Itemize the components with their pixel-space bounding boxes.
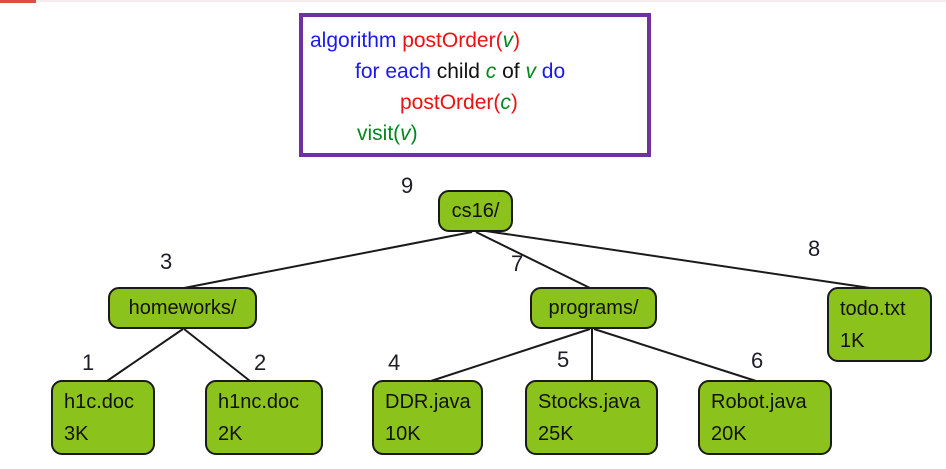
code-token: for each	[355, 60, 437, 83]
code-token: postOrder(	[400, 91, 501, 114]
tree-node-programs: programs/	[530, 287, 657, 329]
code-token: do	[535, 60, 566, 83]
tree-edge	[475, 231, 591, 289]
pseudocode-line: for each child c of v do	[355, 56, 647, 87]
node-label: 10K	[385, 423, 421, 445]
node-label: 20K	[711, 423, 747, 445]
code-token: v	[400, 122, 411, 145]
node-label: 3K	[64, 423, 89, 445]
traversal-order-label: 1	[82, 350, 95, 375]
tree-node-cs16: cs16/	[438, 190, 513, 232]
traversal-order-label: 8	[808, 236, 821, 261]
progress-accent-segment	[0, 0, 36, 3]
node-label: 1K	[840, 330, 865, 352]
code-token: v	[525, 60, 536, 83]
tree-node-h1nc: h1nc.doc 2K	[205, 380, 323, 455]
traversal-order-label: 3	[160, 249, 173, 274]
traversal-order-label: 2	[254, 350, 267, 375]
node-label: Robot.java	[711, 391, 807, 413]
code-token: postOrder(	[402, 29, 503, 52]
top-progress-line	[0, 0, 946, 3]
code-token: )	[410, 122, 418, 145]
code-token: algorithm	[310, 29, 403, 52]
code-token: c	[500, 91, 511, 114]
code-token: of	[496, 60, 526, 83]
pseudocode-line: postOrder(c)	[400, 87, 647, 118]
code-token: )	[513, 29, 521, 52]
traversal-order-label: 9	[401, 173, 414, 198]
tree-node-stocks: Stocks.java 25K	[525, 380, 658, 455]
tree-edge	[430, 328, 591, 382]
tree-node-h1c: h1c.doc 3K	[51, 380, 155, 455]
traversal-order-label: 5	[557, 347, 570, 372]
code-token: visit(	[357, 122, 401, 145]
node-label: DDR.java	[385, 391, 471, 413]
tree-edge	[593, 328, 757, 382]
tree-edge	[478, 229, 878, 290]
tree-edge	[183, 231, 473, 289]
code-token: c	[485, 60, 497, 83]
pseudocode-line: algorithm postOrder(v)	[310, 25, 647, 56]
traversal-order-label: 4	[388, 350, 401, 375]
node-label: h1nc.doc	[218, 391, 300, 413]
pseudocode-box: algorithm postOrder(v)for each child c o…	[299, 13, 651, 157]
node-label: todo.txt	[840, 298, 906, 320]
node-label: 2K	[218, 423, 243, 445]
progress-track	[36, 0, 946, 2]
tree-edge	[106, 328, 184, 382]
code-token: v	[502, 29, 514, 52]
node-label: Stocks.java	[538, 391, 641, 413]
tree-node-todo: todo.txt 1K	[827, 287, 932, 362]
node-label: 25K	[538, 423, 574, 445]
tree-node-ddr: DDR.java 10K	[372, 380, 483, 455]
code-token: child	[436, 60, 486, 83]
node-label: cs16/	[451, 199, 500, 222]
node-label: h1c.doc	[64, 391, 135, 413]
code-token: )	[510, 91, 518, 114]
tree-edge	[183, 328, 251, 382]
pseudocode-line: visit(v)	[357, 118, 647, 149]
traversal-order-label: 7	[511, 251, 524, 276]
traversal-order-label: 6	[751, 348, 764, 373]
tree-node-homeworks: homeworks/	[108, 287, 257, 329]
node-label: programs/	[548, 296, 639, 319]
node-label: homeworks/	[128, 296, 237, 319]
tree-node-robot: Robot.java 20K	[698, 380, 832, 455]
